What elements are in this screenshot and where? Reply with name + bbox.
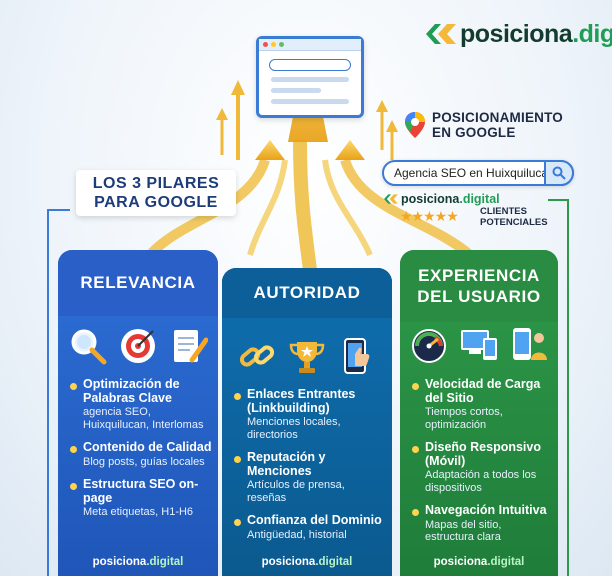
pillar-autoridad: AUTORIDAD Enlaces Entrantes ( — [222, 268, 392, 576]
chain-link-icon — [239, 345, 275, 367]
pillars-title: LOS 3 PILARES PARA GOOGLE — [76, 170, 236, 216]
result-label: CLIENTES POTENCIALES — [480, 206, 548, 228]
brand-name: posiciona.digital — [460, 19, 612, 48]
browser-search-bar — [269, 59, 351, 71]
rating-stars: ★★★★★ — [400, 208, 459, 224]
search-button[interactable] — [544, 160, 574, 186]
browser-window-icon — [256, 36, 364, 118]
result-brand: posiciona.digital — [384, 192, 500, 206]
pillar-experiencia: EXPERIENCIA DEL USUARIO — [400, 250, 558, 576]
pillar-footer-brand: posiciona.digital — [433, 556, 525, 568]
search-query: Agencia SEO en Huixquilucan — [394, 166, 555, 180]
pillar-footer-brand: posiciona.digital — [261, 556, 353, 568]
trophy-icon — [289, 342, 325, 373]
browser-titlebar — [259, 39, 361, 51]
google-ranking-badge: POSICIONAMIENTO EN GOOGLE — [404, 110, 563, 140]
magnifier-icon — [71, 329, 107, 365]
search-result: posiciona.digital ★★★★★ CLIENTES POTENCI… — [384, 192, 548, 228]
list-item: Confianza del Dominio Antigüedad, histor… — [234, 513, 386, 541]
list-item: Reputación y Menciones Artículos de pren… — [234, 450, 386, 504]
google-badge-line2: EN GOOGLE — [432, 125, 516, 140]
list-item: Velocidad de Carga del Sitio Tiempos cor… — [412, 377, 552, 431]
list-item: Optimización de Palabras Clave agencia S… — [70, 377, 212, 431]
phone-thumbs-up-icon — [344, 338, 370, 374]
pillar-title: AUTORIDAD — [222, 268, 392, 318]
list-item: Contenido de Calidad Blog posts, guías l… — [70, 440, 212, 468]
brand-mark-icon — [426, 24, 456, 44]
speedometer-icon — [412, 329, 446, 363]
brand-mark-icon — [384, 194, 398, 204]
document-pencil-icon — [174, 330, 208, 363]
search-box[interactable]: Agencia SEO en Huixquilucan — [382, 160, 574, 186]
pillar-title: EXPERIENCIA DEL USUARIO — [400, 250, 558, 322]
google-maps-pin-icon — [405, 112, 425, 138]
list-item: Diseño Responsivo (Móvil) Adaptación a t… — [412, 440, 552, 494]
list-item: Estructura SEO on-page Meta etiquetas, H… — [70, 477, 212, 519]
pillar-title: RELEVANCIA — [58, 250, 218, 316]
user-mobile-icon — [513, 328, 547, 360]
list-item: Navegación Intuitiva Mapas del sitio, es… — [412, 503, 552, 544]
google-badge-line1: POSICIONAMIENTO — [432, 110, 564, 125]
brand-logo[interactable]: posiciona.digital — [426, 16, 612, 52]
responsive-devices-icon — [461, 330, 497, 360]
pillar-footer-brand: posiciona.digital — [92, 556, 184, 568]
list-item: Enlaces Entrantes (Linkbuilding) Mencion… — [234, 387, 386, 441]
pillar-relevancia: RELEVANCIA — [58, 250, 218, 576]
search-icon — [552, 166, 566, 180]
target-icon — [121, 329, 155, 363]
